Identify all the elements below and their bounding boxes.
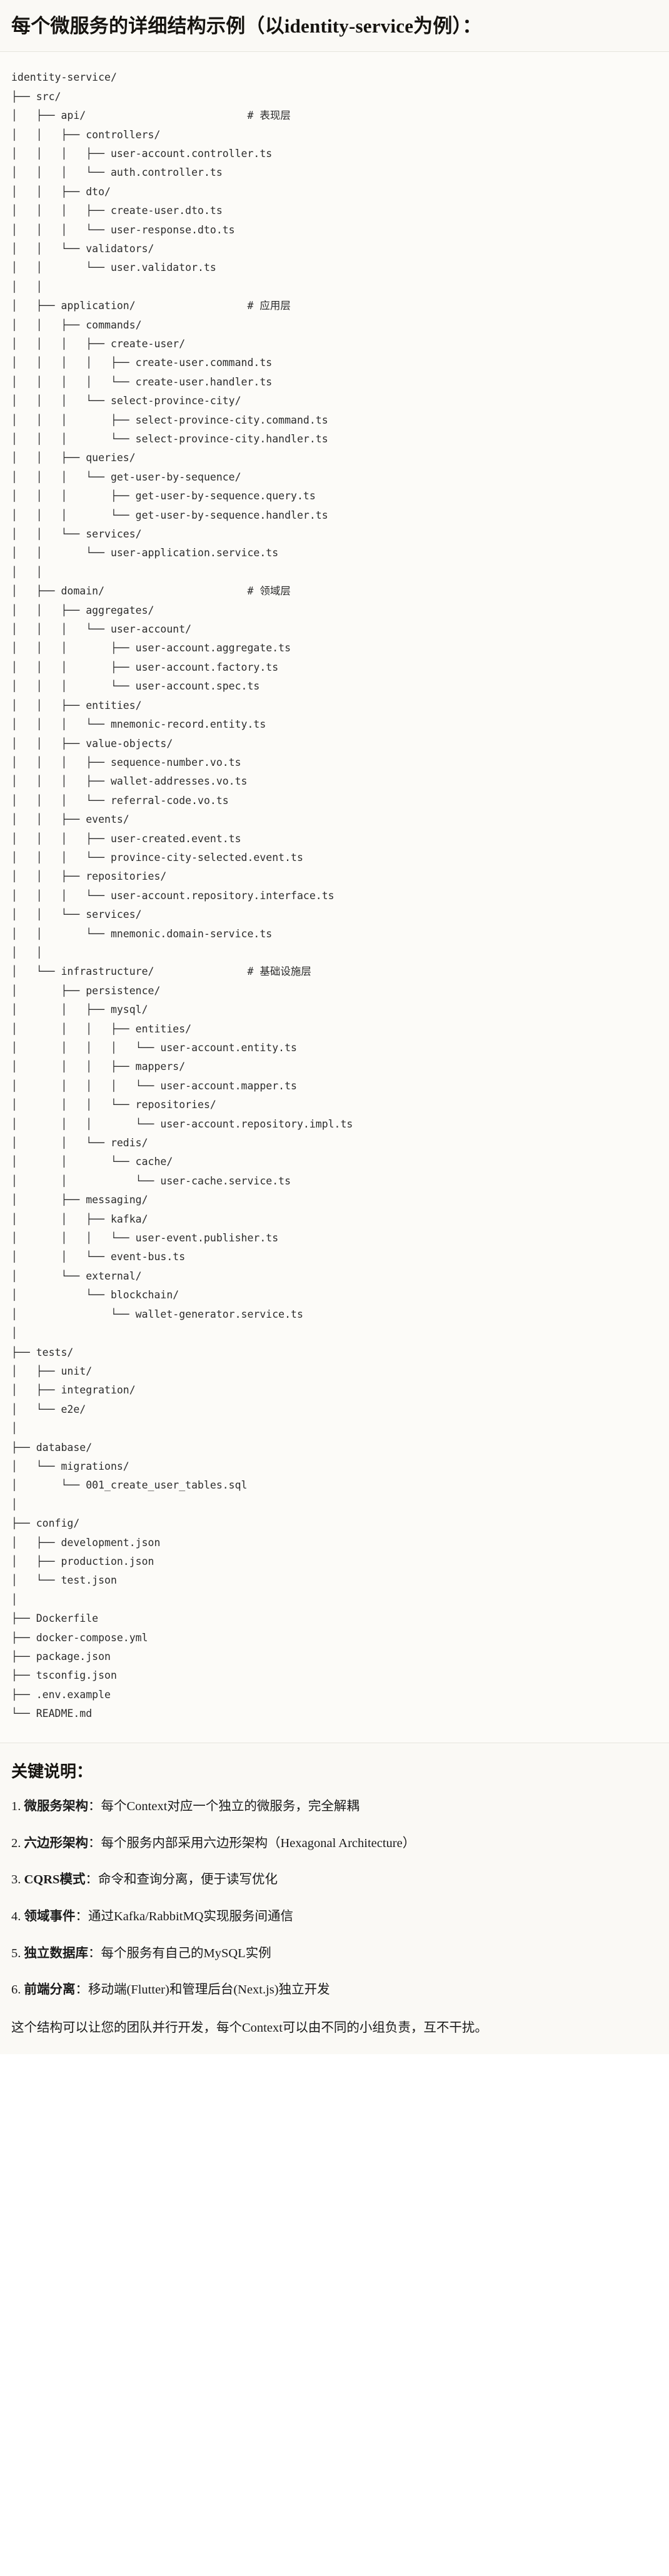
directory-tree-block: identity-service/ ├── src/ │ ├── api/ # …	[0, 52, 669, 1743]
note-item: 前端分离：移动端(Flutter)和管理后台(Next.js)独立开发	[11, 1981, 658, 2000]
note-description: 每个服务内部采用六边形架构（Hexagonal Architecture）	[101, 1836, 416, 1850]
note-separator: ：	[75, 1983, 89, 1997]
note-description: 每个Context对应一个独立的微服务，完全解耦	[101, 1799, 360, 1813]
note-item: 独立数据库：每个服务有自己的MySQL实例	[11, 1945, 658, 1963]
page-root: 每个微服务的详细结构示例（以identity-service为例）： ident…	[0, 0, 669, 2054]
note-description: 移动端(Flutter)和管理后台(Next.js)独立开发	[88, 1983, 330, 1997]
note-item: 微服务架构：每个Context对应一个独立的微服务，完全解耦	[11, 1798, 658, 1816]
note-term: 六边形架构	[24, 1836, 89, 1850]
note-term: 前端分离	[24, 1983, 76, 1997]
heading-section: 每个微服务的详细结构示例（以identity-service为例）：	[0, 0, 669, 53]
directory-tree: identity-service/ ├── src/ │ ├── api/ # …	[11, 71, 353, 1720]
key-notes-list: 微服务架构：每个Context对应一个独立的微服务，完全解耦 六边形架构：每个服…	[11, 1798, 658, 2000]
page-title: 每个微服务的详细结构示例（以identity-service为例）：	[11, 15, 482, 37]
note-item: 领域事件：通过Kafka/RabbitMQ实现服务间通信	[11, 1908, 658, 1927]
key-notes-section: 关键说明： 微服务架构：每个Context对应一个独立的微服务，完全解耦 六边形…	[0, 1743, 669, 2054]
note-description: 通过Kafka/RabbitMQ实现服务间通信	[88, 1909, 293, 1923]
note-term: 独立数据库	[24, 1946, 89, 1960]
note-description: 命令和查询分离，便于读写优化	[98, 1873, 278, 1887]
note-term: CQRS模式	[24, 1873, 86, 1887]
note-separator: ：	[88, 1836, 101, 1850]
note-separator: ：	[88, 1799, 101, 1813]
key-notes-title: 关键说明：	[11, 1762, 93, 1781]
closing-paragraph: 这个结构可以让您的团队并行开发，每个Context可以由不同的小组负责，互不干扰…	[11, 2021, 488, 2035]
note-term: 微服务架构	[24, 1799, 89, 1813]
note-separator: ：	[88, 1946, 101, 1960]
note-term: 领域事件	[24, 1909, 76, 1923]
note-item: CQRS模式：命令和查询分离，便于读写优化	[11, 1871, 658, 1890]
note-description: 每个服务有自己的MySQL实例	[101, 1946, 271, 1960]
note-item: 六边形架构：每个服务内部采用六边形架构（Hexagonal Architectu…	[11, 1835, 658, 1853]
note-separator: ：	[75, 1909, 89, 1923]
note-separator: ：	[85, 1873, 98, 1887]
